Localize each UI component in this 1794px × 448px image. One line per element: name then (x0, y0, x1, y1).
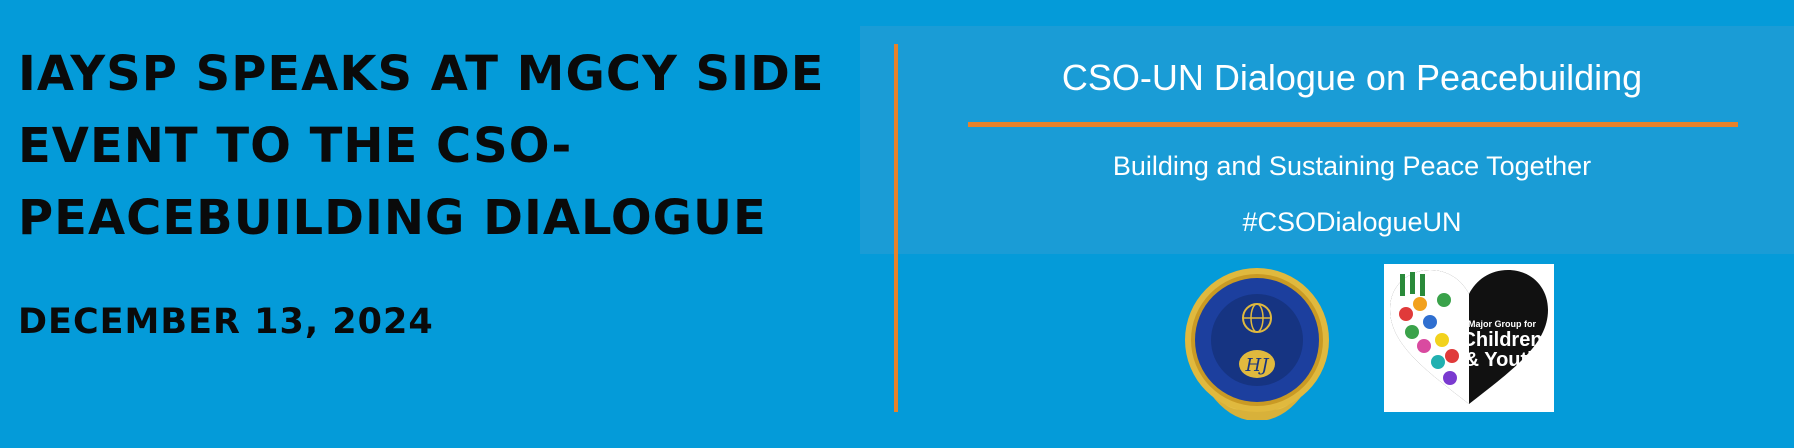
iaysp-logo-graphic: HJ (1185, 268, 1329, 422)
mgcy-logo-line-2: & Youth (1464, 349, 1540, 371)
post-date: December 13, 2024 (18, 302, 434, 342)
post-title-line-3: Peacebuilding Dialogue (18, 190, 767, 246)
banner-title: CSO-UN Dialogue on Peacebuilding (1061, 57, 1643, 98)
orange-vertical-divider (894, 44, 898, 412)
iaysp-logo: HJ (1180, 266, 1334, 422)
post-title: IAYSP Speaks at MGCY Side Event to the C… (18, 38, 838, 254)
mgcy-logo: Major Group for Children & Youth (1384, 264, 1554, 412)
post-title-line-1: IAYSP Speaks at MGCY Side (18, 46, 825, 102)
mgcy-logo-text: Major Group for Children & Youth (1454, 318, 1550, 370)
post-title-line-2: Event to the CSO- (18, 118, 573, 174)
event-banner-background (860, 26, 1794, 254)
mgcy-heart-graphic (1390, 270, 1548, 404)
svg-text:HJ: HJ (1245, 355, 1271, 376)
mgcy-logo-line-1: Children (1461, 329, 1543, 351)
banner-hashtag: #CSODialogueUN (1242, 207, 1462, 237)
mgcy-logo-small-text: Major Group for (1468, 319, 1536, 329)
banner-subtitle: Building and Sustaining Peace Together (1112, 151, 1592, 181)
orange-horizontal-rule (968, 122, 1738, 127)
